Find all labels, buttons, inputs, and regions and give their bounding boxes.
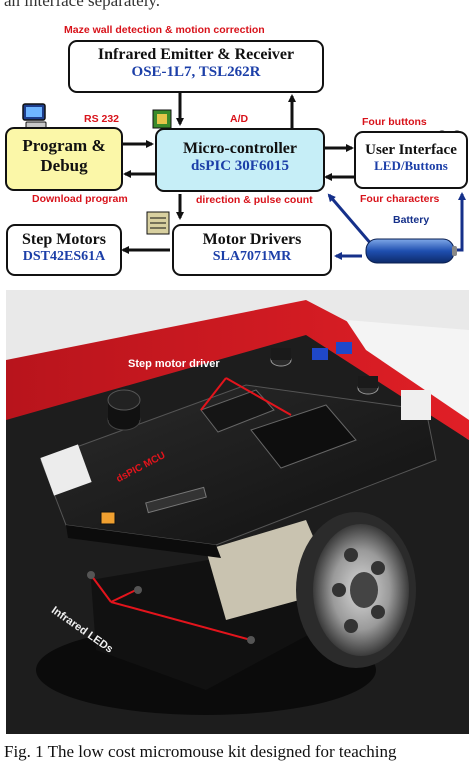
figure-caption: Fig. 1 The low cost micromouse kit desig… <box>4 742 397 761</box>
program-title-1: Program & <box>22 136 106 155</box>
box-motor-drivers: Motor Drivers SLA7071MR <box>172 224 332 276</box>
robot-illustration <box>6 290 469 734</box>
mcu-title: Micro-controller <box>182 140 298 157</box>
label-four-buttons: Four buttons <box>362 116 427 128</box>
label-ad: A/D <box>230 113 249 125</box>
label-four-characters: Four characters <box>360 193 440 205</box>
board-icon <box>145 210 171 236</box>
step-motors-title: Step Motors <box>22 231 106 248</box>
chip-icon <box>150 107 174 131</box>
motor-drivers-title: Motor Drivers <box>202 231 302 248</box>
motor-drivers-sub: SLA7071MR <box>212 249 292 265</box>
infrared-sub: OSE-1L7, TSL262R <box>131 64 261 81</box>
label-download: Download program <box>32 193 128 205</box>
user-title: User Interface <box>365 142 457 158</box>
box-infrared: Infrared Emitter & Receiver OSE-1L7, TSL… <box>68 40 324 93</box>
user-sub: LED/Buttons <box>374 158 448 174</box>
mcu-sub: dsPIC 30F6015 <box>191 158 289 175</box>
label-maze-wall: Maze wall detection & motion correction <box>64 24 265 36</box>
robot-photo: Step motor driver dsPIC MCU Infrared LED… <box>6 290 469 734</box>
box-program: Program & Debug <box>5 127 123 191</box>
step-motors-sub: DST42ES61A <box>22 249 106 265</box>
computer-icon <box>20 102 50 132</box>
battery-icon <box>364 236 458 266</box>
label-rs232: RS 232 <box>84 113 120 125</box>
label-step-motor-driver: Step motor driver <box>128 358 220 370</box>
label-battery: Battery <box>393 214 430 226</box>
box-mcu: Micro-controller dsPIC 30F6015 <box>155 128 325 192</box>
label-direction-pulse: direction & pulse count <box>196 194 313 206</box>
box-step-motors: Step Motors DST42ES61A <box>6 224 122 276</box>
box-user-interface: User Interface LED/Buttons <box>354 131 468 189</box>
program-title-2: Debug <box>40 155 88 175</box>
header-fragment: an interface separately. <box>4 0 161 10</box>
infrared-title: Infrared Emitter & Receiver <box>97 46 295 63</box>
